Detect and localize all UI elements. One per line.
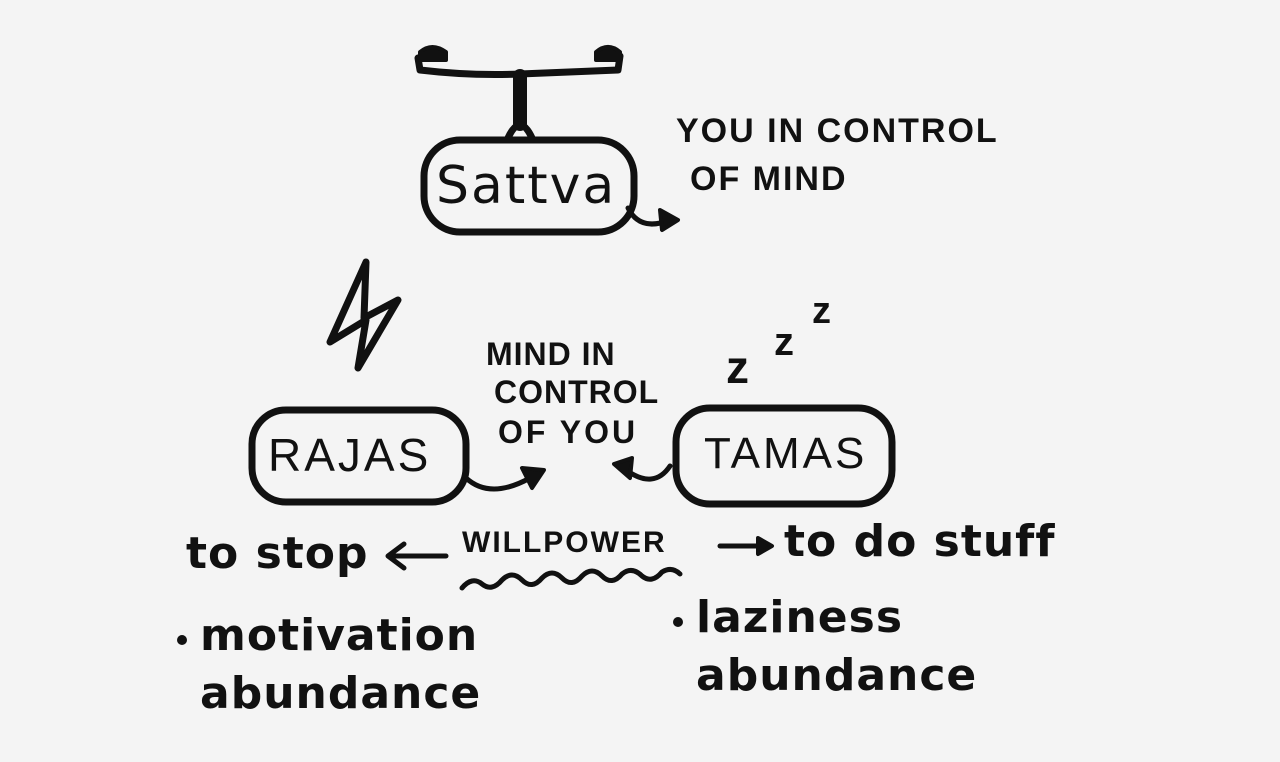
willpower-label: WILLPOWER xyxy=(462,526,667,559)
center-caption-line3: OF YOU xyxy=(498,414,639,450)
willpower-right-arrow xyxy=(717,536,774,556)
willpower-left-text: to stop xyxy=(186,528,369,579)
willpower-right-text: to do stuff xyxy=(784,516,1056,567)
center-caption-line2: CONTROL xyxy=(494,374,660,410)
tamas-list-item-line2: abundance xyxy=(696,650,978,701)
tamas-arrow xyxy=(612,456,673,482)
sattva-caption-line2: OF MIND xyxy=(690,160,848,198)
tamas-box xyxy=(672,404,896,508)
center-caption-line1: MIND IN xyxy=(486,336,616,372)
sleep-zzz-icon: z xyxy=(812,290,833,332)
sattva-label: Sattva xyxy=(436,156,617,216)
willpower-underline xyxy=(459,566,683,591)
rajas-list-item-line2: abundance xyxy=(200,668,482,719)
tamas-label: TAMAS xyxy=(704,429,868,478)
sattva-arrow xyxy=(625,205,680,232)
sattva-caption-line1: YOU IN CONTROL xyxy=(676,112,999,150)
lightning-bolt-icon xyxy=(326,258,402,372)
rajas-bullet xyxy=(177,635,187,645)
sleep-zzz-icon: z xyxy=(774,320,796,364)
willpower-left-arrow xyxy=(385,541,449,571)
rajas-arrow xyxy=(463,466,546,492)
rajas-box xyxy=(248,406,470,506)
sattva-box xyxy=(420,136,638,236)
rajas-list-item-line1: motivation xyxy=(200,610,479,661)
tamas-list-item-line1: laziness xyxy=(696,592,904,643)
balance-scale-icon xyxy=(414,45,624,142)
rajas-label: RAJAS xyxy=(268,429,432,481)
tamas-bullet xyxy=(673,617,683,627)
sleep-zzz-icon: z xyxy=(726,341,751,393)
